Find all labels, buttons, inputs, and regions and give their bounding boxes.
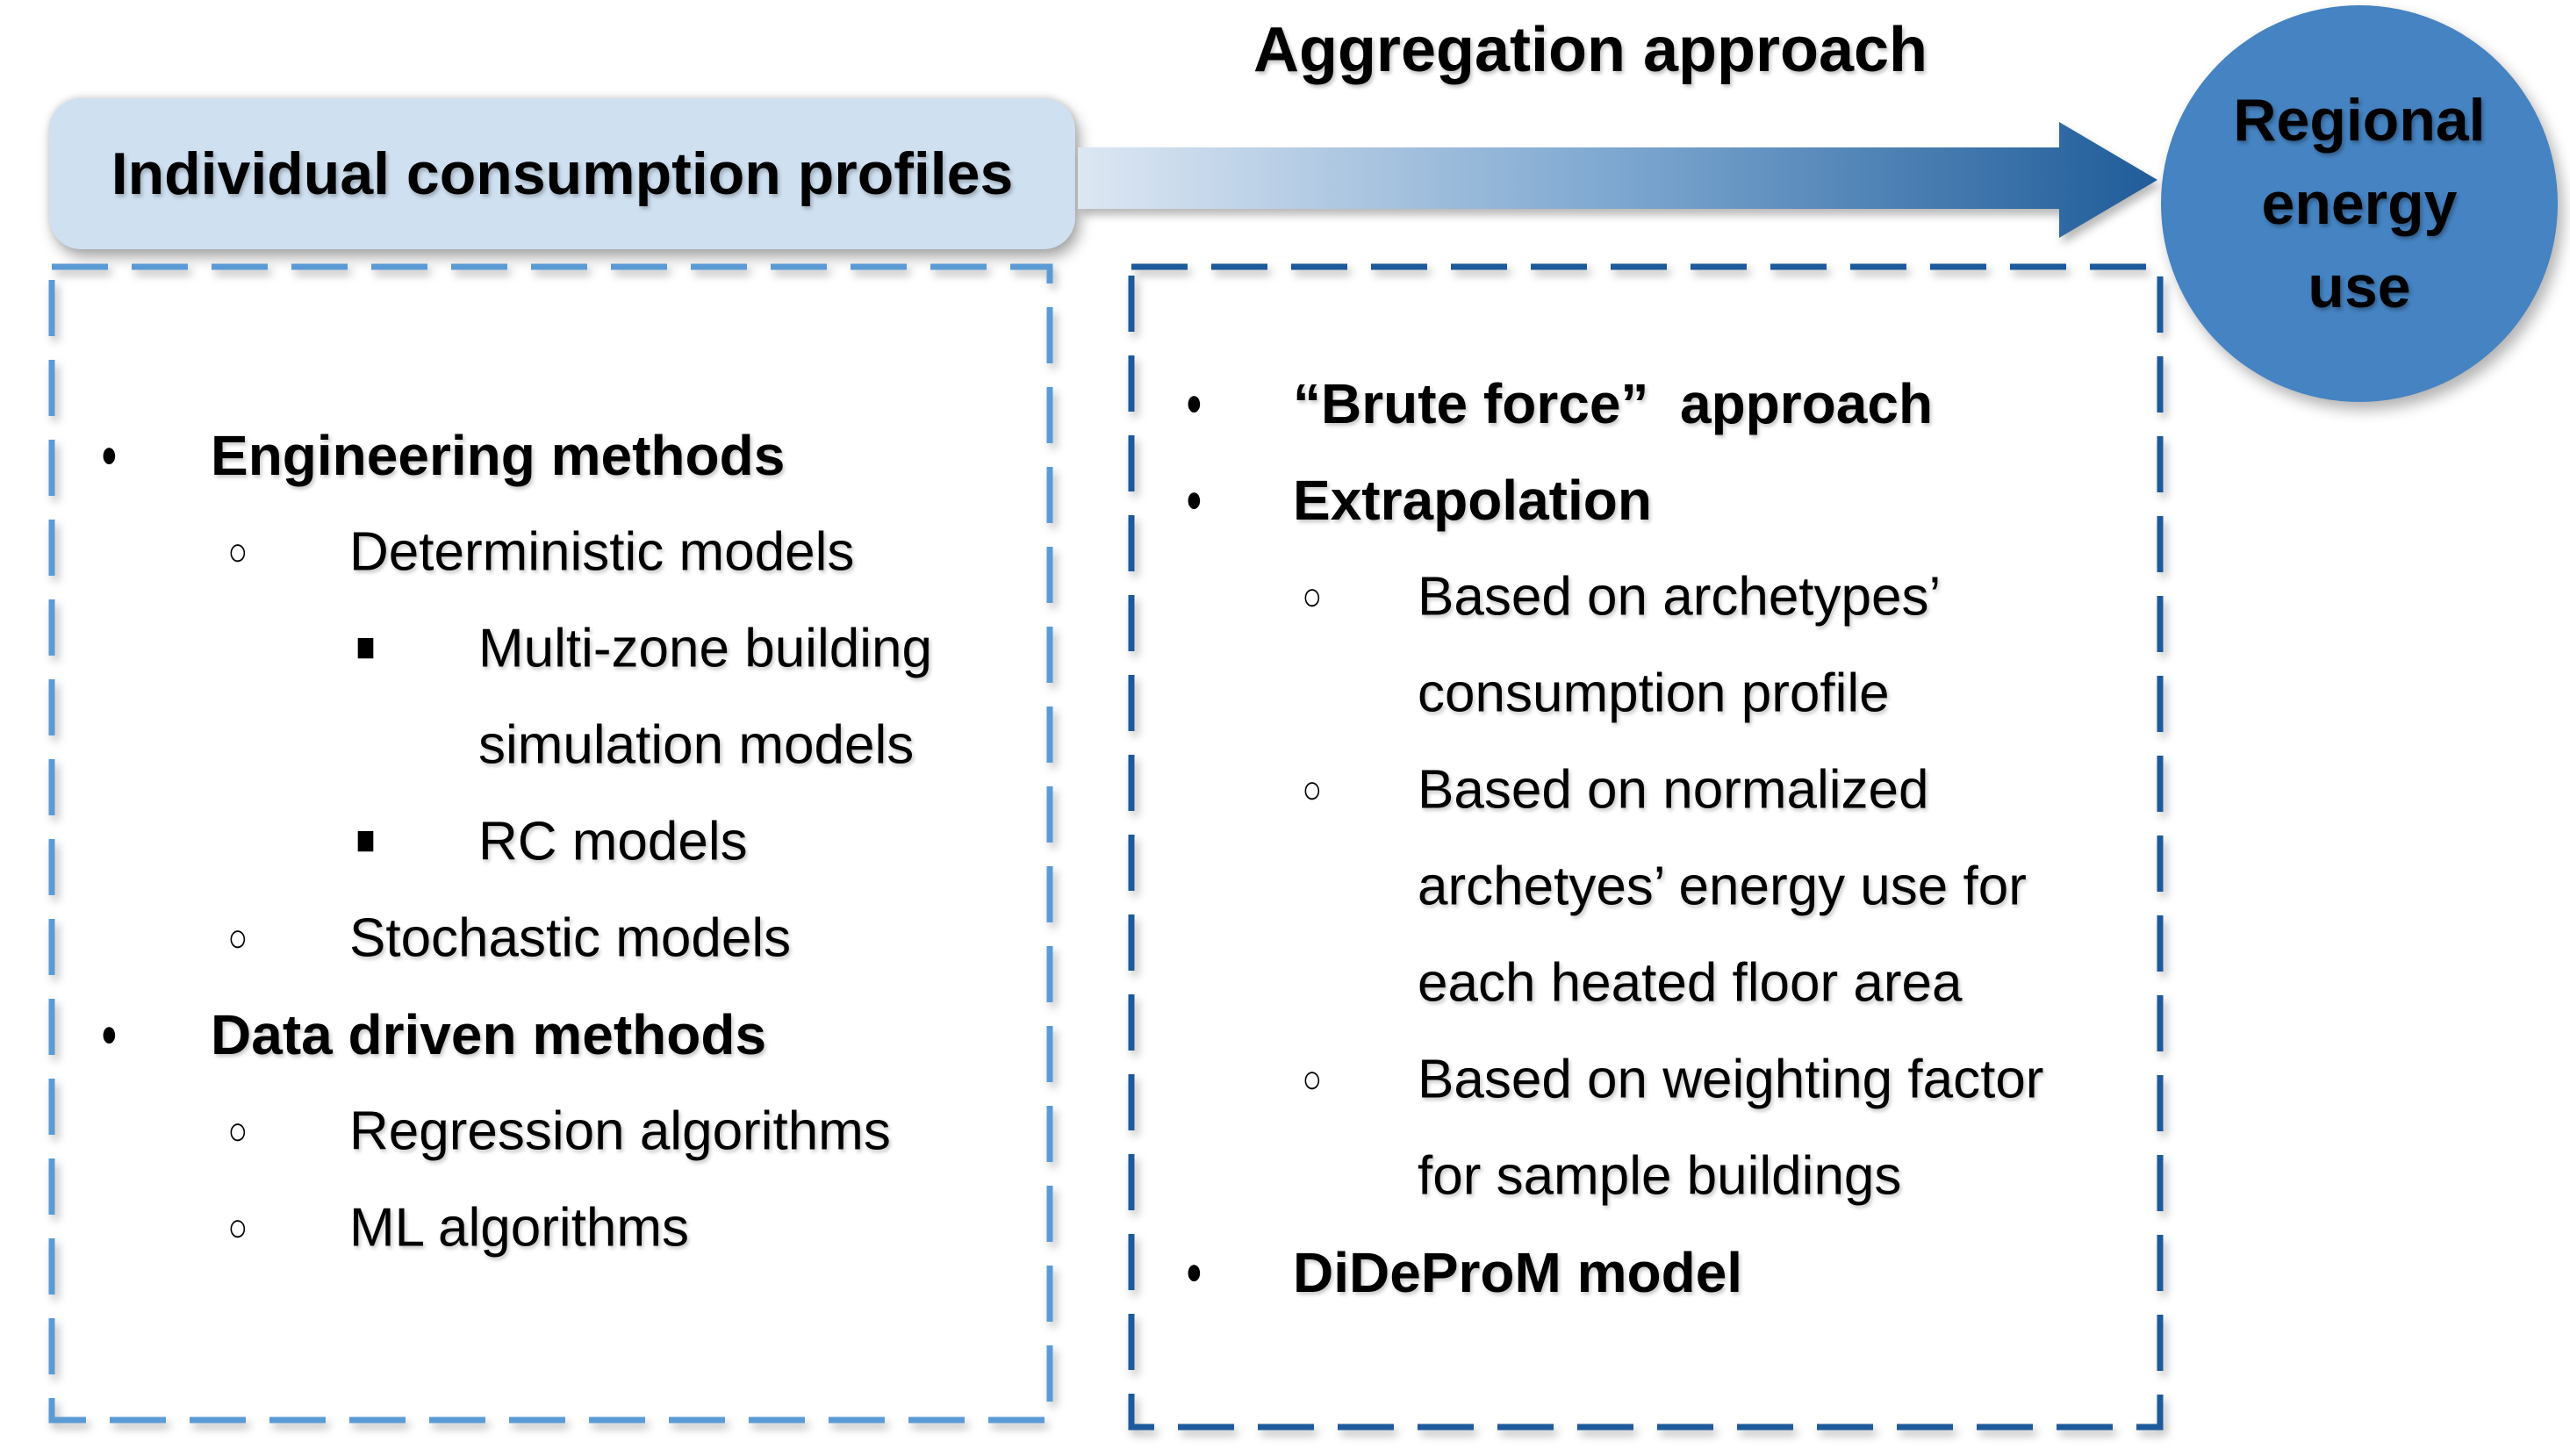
list-item-label: each heated floor area bbox=[1418, 952, 1963, 1014]
list-item-label: “Brute force” approach bbox=[1293, 372, 1934, 435]
disc-bullet-icon: ● bbox=[1185, 477, 1202, 521]
list-item: ● Extrapolation bbox=[1128, 452, 2164, 549]
list-item-label: Regression algorithms bbox=[349, 1101, 891, 1162]
methods-panel: ● Engineering methods ○ Deterministic mo… bbox=[48, 263, 1053, 1424]
circle-bullet-icon: ○ bbox=[227, 528, 248, 575]
list-item-label: Based on normalized bbox=[1418, 759, 1929, 821]
disc-bullet-icon: ● bbox=[100, 1012, 118, 1056]
list-item-label: Deterministic models bbox=[349, 521, 855, 583]
circle-bullet-icon: ○ bbox=[1302, 573, 1323, 620]
list-item-continuation: archetyes’ energy use for bbox=[1128, 838, 2164, 935]
target-circle: Regional energy use bbox=[2161, 5, 2558, 402]
square-bullet-icon: ■ bbox=[355, 624, 376, 671]
list-item: ○ Deterministic models bbox=[48, 504, 1053, 600]
list-item-label: Based on weighting factor bbox=[1418, 1049, 2044, 1110]
list-item-continuation: simulation models bbox=[48, 697, 1053, 793]
list-item-continuation: each heated floor area bbox=[1128, 935, 2164, 1031]
source-box-label: Individual consumption profiles bbox=[111, 140, 1014, 207]
list-item-label: archetyes’ energy use for bbox=[1418, 856, 2027, 917]
aggregation-list: ● “Brute force” approach ● Extrapolation… bbox=[1128, 355, 2164, 1321]
list-item: ○ Stochastic models bbox=[48, 890, 1053, 986]
aggregation-arrow-icon bbox=[1078, 122, 2157, 238]
arrow-title: Aggregation approach bbox=[1253, 15, 1928, 85]
list-item-label: Multi-zone building bbox=[478, 618, 932, 679]
list-item-label: Stochastic models bbox=[349, 907, 792, 969]
list-item: ● DiDeProM model bbox=[1128, 1224, 2164, 1321]
list-item-label: simulation models bbox=[478, 714, 915, 776]
circle-bullet-icon: ○ bbox=[1302, 1056, 1323, 1102]
list-item-label: Based on archetypes’ bbox=[1418, 566, 1942, 628]
list-item: ○ Based on weighting factor bbox=[1128, 1031, 2164, 1128]
target-circle-line: energy bbox=[2261, 169, 2458, 237]
dashed-border bbox=[48, 263, 1053, 1424]
list-item-continuation: consumption profile bbox=[1128, 645, 2164, 742]
list-item-label: consumption profile bbox=[1418, 663, 1890, 724]
list-item: ○ Based on archetypes’ bbox=[1128, 549, 2164, 645]
list-item: ■ RC models bbox=[48, 793, 1053, 890]
list-item: ○ Regression algorithms bbox=[48, 1083, 1053, 1180]
list-item: ○ Based on normalized bbox=[1128, 742, 2164, 838]
target-circle-line: Regional bbox=[2233, 86, 2486, 154]
circle-bullet-icon: ○ bbox=[1302, 766, 1323, 813]
list-item-label: ML algorithms bbox=[349, 1197, 690, 1259]
disc-bullet-icon: ● bbox=[100, 433, 118, 477]
dashed-border bbox=[1128, 263, 2164, 1431]
source-box: Individual consumption profiles bbox=[49, 98, 1075, 249]
list-item: ● Engineering methods bbox=[48, 407, 1053, 504]
circle-bullet-icon: ○ bbox=[227, 914, 248, 961]
disc-bullet-icon: ● bbox=[1185, 1250, 1202, 1294]
list-item: ● Data driven methods bbox=[48, 986, 1053, 1083]
circle-bullet-icon: ○ bbox=[227, 1108, 248, 1154]
list-item-label: Data driven methods bbox=[211, 1003, 767, 1066]
circle-bullet-icon: ○ bbox=[227, 1204, 248, 1251]
list-item-label: Engineering methods bbox=[211, 424, 786, 487]
list-item: ■ Multi-zone building bbox=[48, 600, 1053, 697]
methods-list: ● Engineering methods ○ Deterministic mo… bbox=[48, 407, 1053, 1276]
aggregation-panel: ● “Brute force” approach ● Extrapolation… bbox=[1128, 263, 2164, 1431]
list-item: ● “Brute force” approach bbox=[1128, 355, 2164, 452]
target-circle-line: use bbox=[2308, 253, 2411, 320]
disc-bullet-icon: ● bbox=[1185, 381, 1202, 425]
list-item-label: DiDeProM model bbox=[1293, 1241, 1743, 1304]
list-item-label: for sample buildings bbox=[1418, 1145, 1902, 1207]
list-item-label: Extrapolation bbox=[1293, 469, 1652, 532]
list-item-label: RC models bbox=[478, 811, 748, 872]
square-bullet-icon: ■ bbox=[355, 817, 376, 864]
list-item-continuation: for sample buildings bbox=[1128, 1128, 2164, 1224]
list-item: ○ ML algorithms bbox=[48, 1180, 1053, 1276]
